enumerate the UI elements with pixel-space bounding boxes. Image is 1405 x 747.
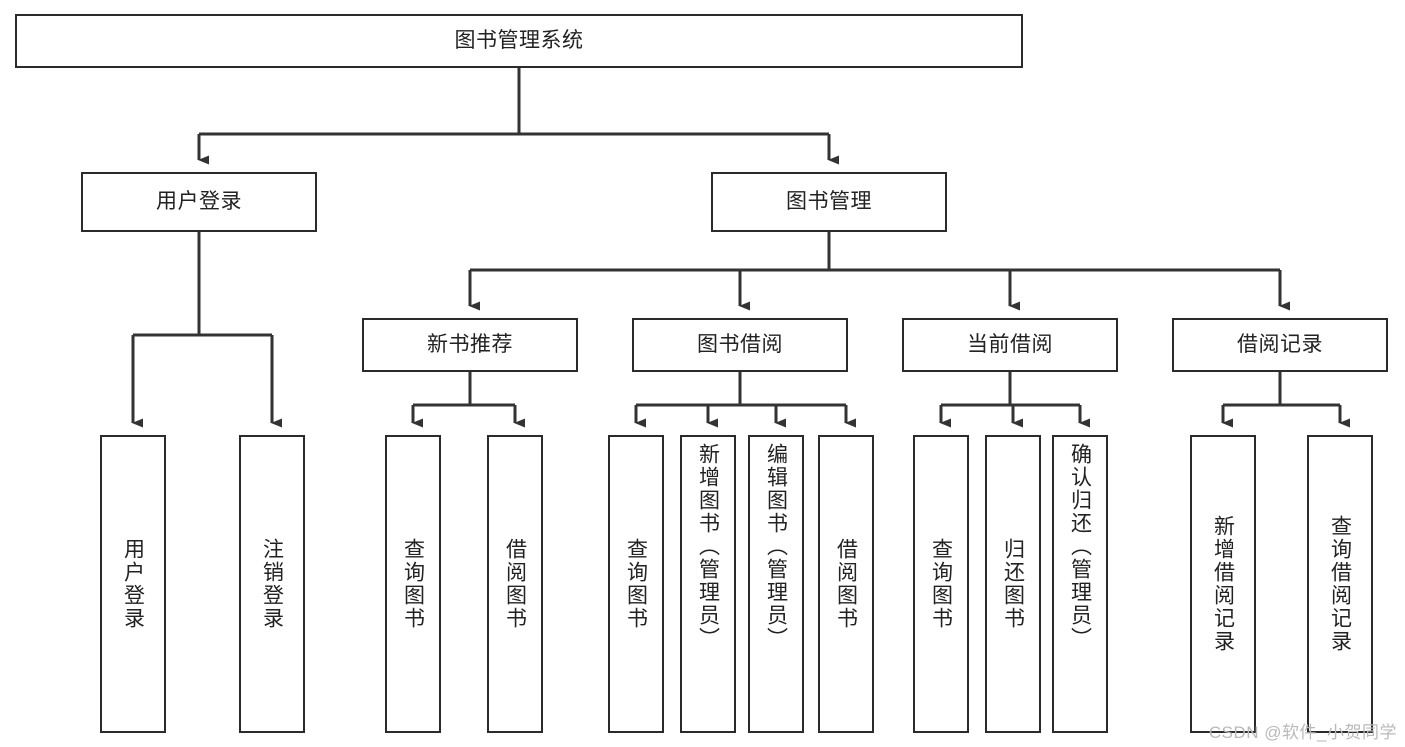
node-new-book-recommend[interactable]: 新书推荐 <box>362 318 578 372</box>
node-leaf-logout[interactable]: 注销登录 <box>239 435 305 733</box>
node-current-borrow-label: 当前借阅 <box>967 332 1053 356</box>
node-book-borrow-label: 图书借阅 <box>697 332 783 356</box>
node-leaf-edit-book-label: 编辑图书（管理员） <box>764 443 788 650</box>
node-leaf-query-book-3-label: 查询图书 <box>929 538 953 630</box>
node-leaf-query-book-2[interactable]: 查询图书 <box>608 435 664 733</box>
node-leaf-query-book-1-label: 查询图书 <box>401 538 425 630</box>
node-leaf-borrow-book-1-label: 借阅图书 <box>503 538 527 630</box>
node-leaf-user-login-label: 用户登录 <box>121 538 145 630</box>
node-leaf-add-record[interactable]: 新增借阅记录 <box>1190 435 1256 733</box>
node-leaf-query-book-3[interactable]: 查询图书 <box>913 435 969 733</box>
node-book-manage-label: 图书管理 <box>786 189 872 213</box>
node-leaf-return-book-label: 归还图书 <box>1001 538 1025 630</box>
node-leaf-add-record-label: 新增借阅记录 <box>1211 515 1235 653</box>
node-leaf-return-book[interactable]: 归还图书 <box>985 435 1041 733</box>
node-book-manage[interactable]: 图书管理 <box>711 172 947 232</box>
node-leaf-confirm-return-label: 确认归还（管理员） <box>1068 443 1092 650</box>
node-leaf-query-record-label: 查询借阅记录 <box>1328 515 1352 653</box>
node-leaf-user-login[interactable]: 用户登录 <box>100 435 166 733</box>
node-leaf-borrow-book-1[interactable]: 借阅图书 <box>487 435 543 733</box>
node-borrow-record[interactable]: 借阅记录 <box>1172 318 1388 372</box>
node-user-login[interactable]: 用户登录 <box>81 172 317 232</box>
node-borrow-record-label: 借阅记录 <box>1237 332 1323 356</box>
node-root-system[interactable]: 图书管理系统 <box>15 14 1023 68</box>
node-leaf-borrow-book-2[interactable]: 借阅图书 <box>818 435 874 733</box>
node-current-borrow[interactable]: 当前借阅 <box>902 318 1118 372</box>
node-leaf-logout-label: 注销登录 <box>260 538 284 630</box>
node-leaf-query-book-2-label: 查询图书 <box>624 538 648 630</box>
node-leaf-borrow-book-2-label: 借阅图书 <box>834 538 858 630</box>
node-leaf-query-book-1[interactable]: 查询图书 <box>385 435 441 733</box>
watermark: CSDN @软件_小贺同学 <box>1208 723 1397 742</box>
node-book-borrow[interactable]: 图书借阅 <box>632 318 848 372</box>
node-leaf-add-book-label: 新增图书（管理员） <box>696 443 720 650</box>
node-root-label: 图书管理系统 <box>454 28 584 52</box>
node-leaf-confirm-return[interactable]: 确认归还（管理员） <box>1052 435 1108 733</box>
node-leaf-query-record[interactable]: 查询借阅记录 <box>1307 435 1373 733</box>
node-leaf-edit-book[interactable]: 编辑图书（管理员） <box>748 435 804 733</box>
node-user-login-label: 用户登录 <box>156 189 242 213</box>
node-leaf-add-book[interactable]: 新增图书（管理员） <box>680 435 736 733</box>
node-new-book-recommend-label: 新书推荐 <box>427 332 513 356</box>
